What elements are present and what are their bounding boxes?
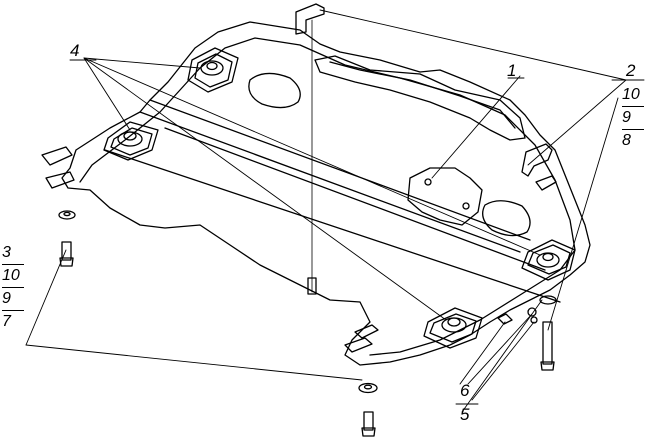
callout-stack-item: 10 bbox=[622, 84, 644, 107]
leader-line bbox=[83, 57, 447, 321]
washer bbox=[363, 384, 373, 390]
stiffening-rib bbox=[329, 61, 516, 129]
skid-plate-outline bbox=[61, 21, 591, 366]
bolt bbox=[363, 411, 374, 431]
hatch-screw bbox=[424, 178, 432, 186]
bracket bbox=[45, 171, 75, 189]
callout-stack-item: 8 bbox=[622, 132, 631, 149]
nut bbox=[530, 316, 538, 324]
bracket bbox=[521, 143, 553, 177]
bolt bbox=[542, 321, 553, 365]
leader-line bbox=[83, 57, 201, 69]
leader-line bbox=[527, 79, 627, 166]
leader-line bbox=[83, 57, 541, 256]
hatch-screw bbox=[462, 202, 470, 210]
bracket bbox=[354, 324, 379, 339]
leader-line bbox=[431, 75, 521, 179]
bolt-head bbox=[361, 427, 376, 437]
bracket bbox=[535, 175, 557, 191]
inspection-cutout bbox=[482, 200, 531, 237]
fold-line bbox=[164, 127, 546, 271]
mount-pad bbox=[187, 47, 239, 93]
callout-stack-item: 9 bbox=[622, 107, 644, 130]
nut bbox=[527, 307, 537, 317]
callout-1: 1 bbox=[507, 61, 517, 80]
callout-4: 4 bbox=[70, 41, 80, 60]
stiffening-rib bbox=[314, 55, 526, 141]
mount-pad bbox=[103, 121, 159, 161]
stud bbox=[307, 277, 317, 295]
bracket bbox=[344, 337, 373, 353]
fold-line bbox=[104, 149, 561, 303]
callout-stack-item: 3 bbox=[2, 242, 24, 265]
leader-line bbox=[467, 313, 533, 385]
skid-plate-inner-edge bbox=[79, 37, 576, 356]
bolt bbox=[61, 241, 72, 261]
bolt-head bbox=[540, 361, 555, 371]
leader-line bbox=[83, 57, 131, 131]
washer bbox=[58, 210, 76, 220]
bracket bbox=[41, 146, 73, 166]
mount-pad bbox=[423, 307, 483, 349]
callout-stack-left: 3 10 9 7 bbox=[2, 242, 24, 333]
callout-stack-right: 10 9 8 bbox=[622, 84, 644, 152]
leader-line bbox=[461, 299, 543, 413]
callout-stack-item: 10 bbox=[2, 265, 24, 288]
inspection-cutout bbox=[248, 72, 301, 109]
nut bbox=[497, 313, 513, 325]
leader-line bbox=[25, 344, 363, 381]
washer bbox=[358, 382, 378, 394]
callout-6: 6 bbox=[460, 381, 470, 400]
bracket bbox=[295, 3, 325, 35]
callout-2: 2 bbox=[626, 61, 636, 80]
leader-line bbox=[471, 321, 535, 401]
fold-line bbox=[149, 99, 531, 241]
washer bbox=[63, 211, 71, 217]
callout-stack-item: 7 bbox=[2, 313, 11, 330]
drain-hatch bbox=[407, 167, 483, 226]
washer bbox=[539, 295, 557, 305]
fold-line bbox=[139, 111, 521, 253]
callout-5: 5 bbox=[460, 405, 470, 424]
leader-line bbox=[459, 321, 506, 385]
callout-stack-item: 9 bbox=[2, 288, 24, 311]
mount-pad bbox=[521, 239, 576, 281]
leader-line bbox=[319, 9, 627, 81]
leader-line bbox=[547, 97, 619, 331]
leader-line bbox=[25, 249, 67, 346]
